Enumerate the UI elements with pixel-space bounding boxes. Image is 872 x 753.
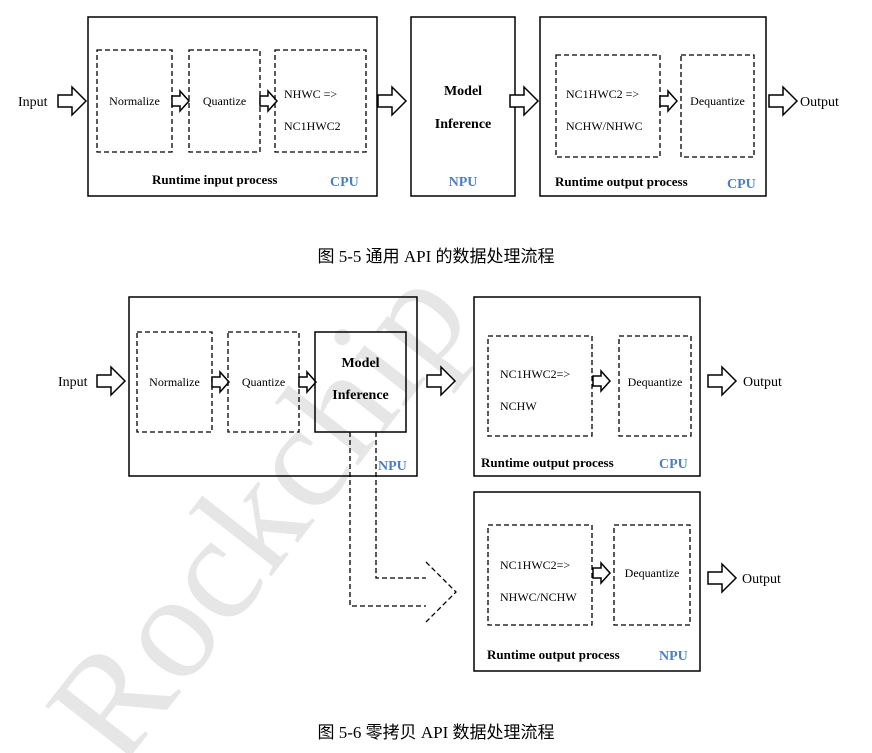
fig1-output-arrow (768, 86, 798, 116)
fig2-npu-label: NPU (378, 459, 407, 474)
fig2-top-process-label: Runtime output process (481, 455, 614, 470)
fig1-npu-label: NPU (449, 175, 478, 190)
fig1-input-arrow (57, 86, 87, 116)
fig2-bottom-arrow-convert-dequantize (592, 562, 611, 584)
fig1-caption: 图 5-5 通用 API 的数据处理流程 (317, 247, 554, 266)
fig1-output-process-box (539, 16, 767, 197)
fig1-normalize-label: Normalize (109, 94, 160, 108)
fig1-model-line1: Model (444, 84, 482, 99)
fig2-zero-copy-bypass-arrow (349, 432, 457, 623)
fig1-output-label: Output (800, 95, 839, 110)
fig2-top-output-arrow (707, 366, 737, 396)
fig1-out-convert-line1: NC1HWC2 => (566, 87, 639, 101)
fig1-arrow-to-model (377, 86, 407, 116)
fig2-bottom-convert-line2: NHWC/NCHW (500, 590, 577, 604)
fig2-model-inference-box (314, 331, 407, 433)
fig1-convert-line1: NHWC => (284, 87, 337, 101)
fig1-arrow-convert-dequantize (659, 90, 678, 112)
fig1-dequantize-label: Dequantize (690, 94, 745, 108)
fig2-top-arrow-convert-dequantize (592, 370, 611, 392)
figure-5-6: Input Normalize Quantize Model Inference… (58, 296, 782, 742)
fig1-output-process-label: Runtime output process (555, 174, 688, 189)
fig1-out-convert-line2: NCHW/NHWC (566, 119, 643, 133)
fig2-top-output-label: Output (743, 375, 782, 390)
fig2-bottom-dequantize-label: Dequantize (625, 566, 680, 580)
fig2-input-label: Input (58, 375, 88, 390)
fig1-input-process-box (87, 16, 378, 197)
fig2-top-convert-line2: NCHW (500, 399, 537, 413)
fig2-top-dequantize-label: Dequantize (628, 375, 683, 389)
fig2-top-dequantize-box (618, 335, 692, 437)
watermark: Rockchip (15, 235, 500, 753)
fig1-arrow-to-output-process (509, 86, 539, 116)
fig2-normalize-label: Normalize (149, 375, 200, 389)
fig1-quantize-label: Quantize (203, 94, 246, 108)
fig2-bottom-output-arrow (707, 563, 737, 593)
fig2-top-convert-box (487, 335, 593, 437)
fig1-convert-line2: NC1HWC2 (284, 119, 341, 133)
fig2-top-convert-line1: NC1HWC2=> (500, 367, 570, 381)
fig1-dequantize-box (680, 54, 755, 158)
figure-5-5: Input Normalize Quantize NHWC => NC1HWC2… (18, 16, 839, 266)
fig2-bottom-process-label: Runtime output process (487, 647, 620, 662)
fig2-quantize-label: Quantize (242, 375, 285, 389)
fig2-bottom-process-npu: NPU (659, 649, 688, 664)
fig2-model-line2: Inference (332, 388, 389, 403)
fig1-input-process-cpu: CPU (330, 175, 359, 190)
fig1-input-process-label: Runtime input process (152, 172, 277, 187)
fig1-output-process-cpu: CPU (727, 177, 756, 192)
fig1-arrow-normalize-quantize (171, 90, 190, 112)
fig1-model-inference-box (410, 16, 516, 197)
svg-text:Rockchip: Rockchip (15, 235, 500, 753)
fig2-top-output-process-box (473, 296, 701, 477)
fig2-caption: 图 5-6 零拷贝 API 数据处理流程 (317, 723, 554, 742)
fig2-bottom-convert-line1: NC1HWC2=> (500, 558, 570, 572)
fig2-arrow-normalize-quantize (211, 371, 230, 393)
fig1-model-line2: Inference (435, 117, 492, 132)
fig2-input-arrow (96, 366, 126, 396)
fig1-out-convert-box (555, 54, 661, 158)
fig2-top-process-cpu: CPU (659, 457, 688, 472)
fig1-convert-box (274, 49, 367, 153)
fig2-bottom-output-process-box (473, 491, 701, 672)
fig1-input-label: Input (18, 95, 48, 110)
fig2-npu-box (128, 296, 418, 477)
fig2-bottom-output-label: Output (742, 572, 781, 587)
fig2-bottom-convert-box (487, 524, 593, 626)
fig2-model-line1: Model (341, 356, 379, 371)
